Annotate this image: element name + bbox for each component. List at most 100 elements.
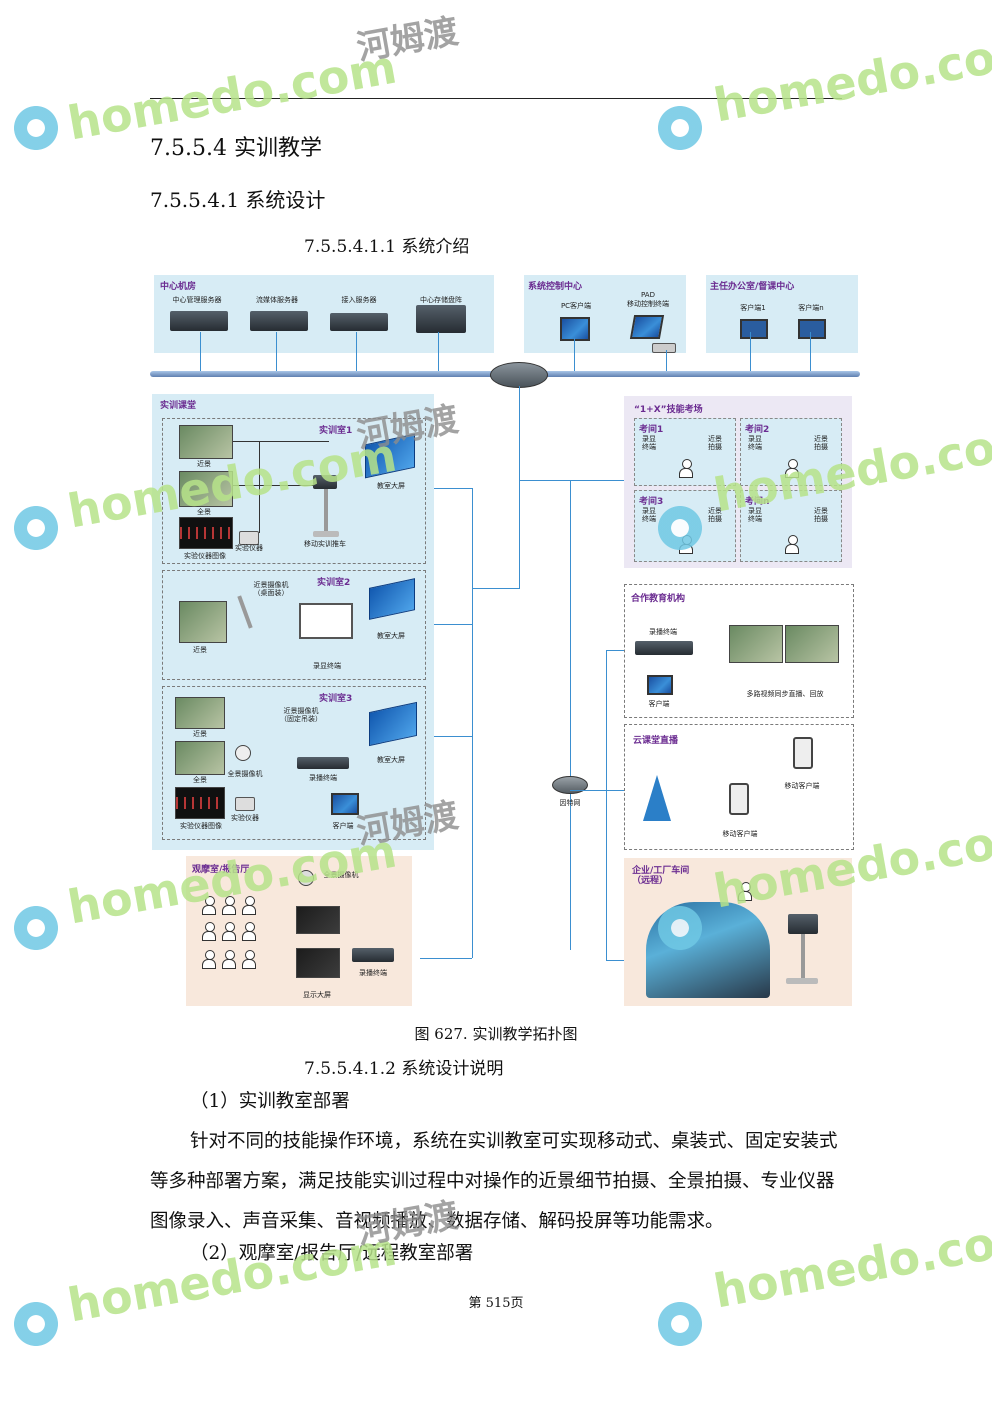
phone-icon <box>793 737 813 769</box>
panel-title: 云课堂直播 <box>633 736 679 746</box>
exam-room-title: 考间3 <box>639 497 664 507</box>
trunk-line <box>472 588 520 589</box>
exam-room: 考间2 录显 终端 近景 拍摄 <box>740 418 842 486</box>
connector-line <box>606 790 624 791</box>
subheading-observation-deploy: （2）观摩室/报告厅/远程教室部署 <box>190 1243 474 1264</box>
exam-room-title: 考间1 <box>639 425 664 435</box>
connector-line <box>606 960 624 961</box>
room-title: 实训室3 <box>319 694 353 704</box>
pano-camera-icon <box>298 870 314 886</box>
panel-title: 观摩室/报告厅 <box>192 865 250 875</box>
connector-line <box>750 332 751 372</box>
exam-room: 考间1 录显 终端 近景 拍摄 <box>634 418 736 486</box>
server-icon <box>250 311 308 331</box>
label-near: 近景 <box>197 460 211 468</box>
storage-array-icon <box>416 305 466 333</box>
audience-icon <box>242 950 256 969</box>
label-near-shot: 近景 拍摄 <box>814 435 828 451</box>
room-3: 实训室3 近景 全景 实验仪器图像 近景摄像机 （固定吊装） 全景摄像机 录播终… <box>162 686 426 840</box>
room-title: 实训室2 <box>317 578 351 588</box>
label-near-camera: 近景摄像机 （桌面装） <box>253 581 289 597</box>
recorder-icon <box>352 948 394 962</box>
connector-line <box>570 790 606 791</box>
video-wall-icon <box>369 578 415 620</box>
label-server-4: 中心存储盘阵 <box>420 296 462 304</box>
audience-icon <box>242 896 256 915</box>
label-recorder: 录播终端 <box>359 969 387 977</box>
label-wall: 教室大屏 <box>377 756 405 764</box>
label-full: 全景 <box>197 508 211 516</box>
near-view-photo <box>175 697 225 729</box>
ptz-camera-icon <box>235 745 251 761</box>
label-near-shot: 近景 拍摄 <box>814 507 828 523</box>
watermark-flower-icon <box>8 900 64 956</box>
watermark-flower-icon <box>8 100 64 156</box>
examinee-icon <box>679 459 693 478</box>
instrument-waveform <box>175 787 225 819</box>
trunk-line <box>472 488 473 958</box>
cart-base <box>786 978 818 984</box>
label-instrument: 实验仪器 <box>231 814 259 822</box>
exam-room: 考间3 录显 终端 近景 拍摄 <box>634 490 736 562</box>
label-server-1: 中心管理服务器 <box>172 296 222 304</box>
trunk-line <box>570 480 571 760</box>
exam-room-title: 考间2 <box>745 425 770 435</box>
panel-title: 系统控制中心 <box>528 282 583 292</box>
examinee-icon <box>679 535 693 554</box>
server-icon <box>170 311 228 331</box>
label-mobile-client: 移动客户端 <box>722 830 758 838</box>
audience-icon <box>202 950 216 969</box>
label-pano-camera: 全景摄像机 <box>227 770 263 778</box>
core-switch-icon <box>490 362 548 388</box>
label-pc-client: PC客户端 <box>560 302 592 310</box>
arm-camera-icon <box>237 595 253 629</box>
label-near-shot: 近景 拍摄 <box>708 435 722 451</box>
exam-room: 考间n 录显 终端 近景 拍摄 <box>740 490 842 562</box>
cable-line <box>259 441 260 533</box>
trunk-line <box>519 386 520 588</box>
connector-line <box>570 480 624 481</box>
panel-title: 合作教育机构 <box>631 594 686 604</box>
label-client-1: 客户端1 <box>740 304 766 312</box>
pc-icon <box>560 317 590 341</box>
label-instrument-image: 实验仪器图像 <box>180 822 222 830</box>
label-pad: PAD 移动控制终端 <box>627 291 669 308</box>
trunk-line <box>434 488 472 489</box>
audience-icon <box>222 896 236 915</box>
subheading-training-deploy: （1）实训教室部署 <box>190 1091 350 1112</box>
label-terminal: 录显 终端 <box>642 507 656 523</box>
panel-title: 实训课堂 <box>160 401 197 411</box>
body-paragraph: 针对不同的技能操作环境，系统在实训教室可实现移动式、桌装式、固定安装式等多种部署… <box>150 1131 838 1232</box>
heading-7-5-5-4-1: 7.5.5.4.1 系统设计 <box>150 188 326 212</box>
label-client-n: 客户端n <box>798 304 824 312</box>
trunk-line <box>420 958 472 959</box>
client-pc-icon <box>331 793 359 815</box>
connector-line <box>606 650 607 960</box>
watermark-cn: 河姆渡 <box>353 11 462 69</box>
panel-control-center: 系统控制中心 PC客户端 PAD 移动控制终端 <box>524 275 686 353</box>
label-wall: 教室大屏 <box>377 482 405 490</box>
label-pano-camera: 全景摄像机 <box>323 871 359 879</box>
panel-title: 企业/工厂车间 （远程） <box>632 866 690 886</box>
label-near-shot: 近景 拍摄 <box>708 507 722 523</box>
display-screen-icon <box>296 906 340 934</box>
connector-line <box>606 650 624 651</box>
display-screen-icon <box>296 948 340 978</box>
watermark-flower-icon <box>8 500 64 556</box>
panel-cloud-live: 云课堂直播 移动客户端 移动客户端 <box>624 724 854 850</box>
label-terminal: 录显 终端 <box>642 435 656 451</box>
room-1: 实训室1 近景 全景 实验仪器图像 实验仪器 移动实训推车 教室大屏 <box>162 418 426 564</box>
room-title: 实训室1 <box>319 426 353 436</box>
label-server-3: 接入服务器 <box>341 296 377 304</box>
wifi-router-icon <box>652 343 676 353</box>
audience-icon <box>222 922 236 941</box>
label-mobile-client: 移动客户端 <box>784 782 820 790</box>
video-feed-2 <box>785 625 839 663</box>
near-view-photo <box>179 601 227 643</box>
cart-pole <box>801 934 805 980</box>
phone-icon <box>729 783 749 815</box>
trunk-line <box>434 624 472 625</box>
near-view-photo <box>179 425 233 459</box>
cart-screen-icon <box>313 475 337 489</box>
recorder-icon <box>635 641 693 655</box>
